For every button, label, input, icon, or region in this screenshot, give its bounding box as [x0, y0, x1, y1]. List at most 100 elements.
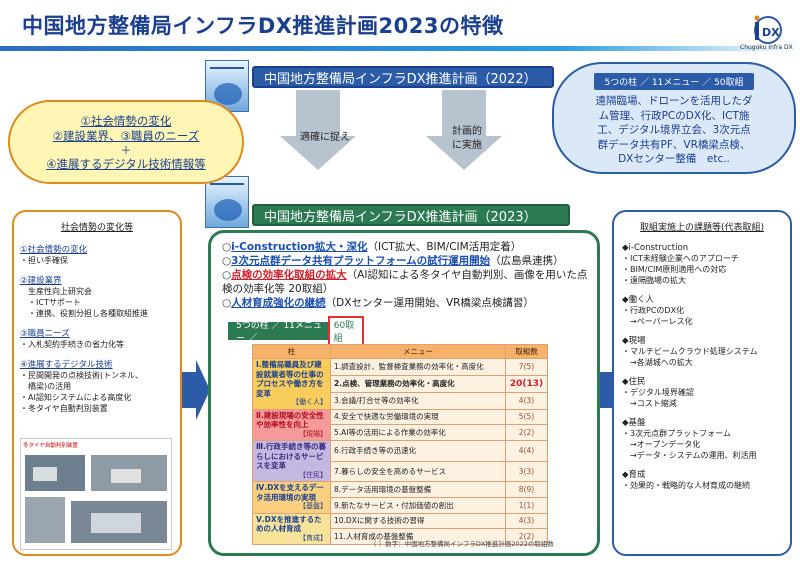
issue-heading: ◆住民: [622, 377, 646, 387]
right-cloud-line: 工、デジタル境界立会、3次元点: [597, 124, 751, 136]
tab-prefix: 5つの柱 ／ 11メニュー ／: [236, 321, 322, 344]
table-footnote: （ ）数字：中国地方整備局インフラDX推進計画2022の取組数: [370, 540, 554, 548]
count-cell: 4(4): [505, 440, 548, 462]
count-cell: 20(13): [505, 374, 548, 393]
camera-images: [25, 455, 167, 543]
issue-heading: ◆基盤: [622, 418, 646, 428]
feature-point: ○点検の効率化取組の拡大（AI認知による冬タイヤ自動判別、画像を用いた点検の効率…: [222, 269, 588, 295]
column-header: メニュー: [330, 344, 506, 359]
right-cloud-body: 遠隔臨場、ドローンを活用したダ ム管理、行政PCのDX化、ICT施 工、デジタル…: [554, 94, 794, 167]
section-line: ・連携、役割分担し各種取組推進: [20, 309, 148, 318]
count-cell: 8(9): [505, 481, 548, 498]
pillar-cell: Ⅲ.行政手続き等の暮らしにおけるサービスを変革【住民】: [252, 440, 331, 482]
section-heading: ④進展するデジタル技術: [20, 360, 113, 370]
section-line: ・入札契約手続きの省力化等: [20, 340, 124, 349]
menu-cell: 10.DXに関する技術の習得: [330, 512, 506, 530]
arrow-label-right-1: 計画的: [452, 126, 482, 137]
table-row: 9.新たなサービス・付加価値の創出 1(1): [253, 496, 548, 514]
table-row: 5.AI等の活用による作業の効率化 2(2): [253, 424, 548, 441]
issue-line: →コスト縮減: [622, 399, 677, 408]
issue-line: ・遠隔臨場の拡大: [622, 276, 686, 285]
menu-cell: 9.新たなサービス・付加価値の創出: [330, 496, 506, 514]
section-heading: ③職員ニーズ: [20, 329, 70, 339]
feature-point: ○i-Construction拡大・深化（ICT拡大、BIM/CIM活用定着）: [222, 241, 522, 253]
right-cloud-line: 遠隔臨場、ドローンを活用したダ: [595, 95, 753, 107]
arrow-label-right-2: に実施: [452, 140, 482, 151]
menu-cell: 3.会議/打合せ等の効率化: [330, 391, 506, 410]
cloud-line-2: ②建設業界、③職員のニーズ: [52, 129, 200, 143]
issue-line: ・BIM/CIM原則適用への対応: [622, 265, 727, 274]
issues-title: 取組実施上の課題等(代表取組): [639, 223, 765, 233]
column-header: 取組数: [505, 344, 548, 359]
count-cell: 3(3): [505, 460, 548, 482]
pillar-menu-table: 柱 メニュー 取組数 Ⅰ.整備局職員及び建設就業者等の仕事のプロセスや働き方を変…: [252, 344, 548, 545]
feature-points: ○i-Construction拡大・深化（ICT拡大、BIM/CIM活用定着） …: [222, 240, 590, 310]
section-line: ・民間開発の点検技術(トンネル、: [20, 371, 143, 380]
count-cell: 4(3): [505, 512, 548, 530]
section-line: ・担い手確保: [20, 256, 68, 265]
issue-line: ・デジタル境界確認: [622, 388, 694, 397]
count-cell: 7(5): [505, 358, 548, 376]
table-row: Ⅱ.建設現場の安全性や効率性を向上【現場】 4.安全で快適な労働環境の実現 5(…: [252, 408, 548, 441]
cloud-line-1: ①社会情勢の変化: [80, 114, 172, 128]
arrow-label-left: 適確に捉え: [300, 132, 350, 143]
count-cell: 2(2): [505, 528, 548, 545]
issue-heading: ◆i-Construction: [622, 243, 689, 253]
count-cell: 5(5): [505, 408, 548, 426]
menu-cell: 7.暮らしの安全を高めるサービス: [330, 460, 506, 482]
section-heading: ②建設業界: [20, 276, 62, 286]
page-title: 中国地方整備局インフラDX推進計画2023の特徴: [22, 14, 504, 38]
right-cloud-line: DXセンター整備 etc..: [618, 153, 730, 165]
menu-cell: 8.データ活用環境の基盤整備: [330, 481, 506, 498]
section-heading: ①社会情勢の変化: [20, 245, 88, 255]
issue-heading: ◆育成: [622, 470, 646, 480]
pillar-cell: Ⅴ.DXを推進するための人材育成【育成】: [252, 512, 331, 545]
table-row: 2.点検、管理業務の効率化・高度化 20(13): [253, 374, 548, 393]
table-row: Ⅳ.DXを支えるデータ活用環境の実現【基盤】 8.データ活用環境の基盤整備 8(…: [252, 481, 548, 514]
pillar-cell: Ⅰ.整備局職員及び建設就業者等の仕事のプロセスや働き方を変革【働く人】: [252, 358, 331, 410]
issue-heading: ◆現場: [622, 336, 646, 346]
table-row: 3.会議/打合せ等の効率化 4(3): [253, 391, 548, 410]
tab-selected-count: 60取組: [327, 316, 364, 346]
left-cloud-callout: ①社会情勢の変化 ②建設業界、③職員のニーズ ＋ ④進展するデジタル技術情報等: [8, 100, 244, 184]
issues-panel: 取組実施上の課題等(代表取組) ◆i-Construction ・ICT未経験企…: [612, 210, 792, 556]
issue-line: ・ICT未経験企業へのアプローチ: [622, 254, 739, 263]
column-header: 柱: [252, 344, 331, 359]
count-cell: 4(3): [505, 391, 548, 410]
right-cloud-line: 群データ共有PF、VR橋梁点検、: [597, 138, 751, 151]
feature-point: ○人材育成強化の継続（DXセンター運用開始、VR橋梁点検講習）: [222, 297, 534, 309]
menu-cell: 5.AI等の活用による作業の効率化: [330, 424, 506, 441]
right-cloud-line: ム管理、行政PCのDX化、ICT施: [598, 109, 750, 122]
cloud-line-3: ④進展するデジタル技術情報等: [46, 157, 206, 171]
menu-cell: 11.人材育成の基盤整備: [330, 528, 506, 545]
issue-line: ・効果的・戦略的な人材育成の継続: [622, 481, 750, 490]
table-row: 11.人材育成の基盤整備 2(2): [253, 528, 548, 545]
issue-line: →オープンデータ化: [622, 440, 701, 449]
issue-heading: ◆働く人: [622, 295, 655, 305]
issue-line: →各湖城への拡大: [622, 358, 693, 367]
winter-tire-photo: 冬タイヤ自動判別装置: [20, 438, 172, 550]
plan-2023-bar: 中国地方整備局インフラDX推進計画（2023）: [252, 204, 570, 226]
issue-line: →ペーパーレス化: [622, 317, 693, 326]
plan-2022-bar: 中国地方整備局インフラDX推進計画（2022）: [252, 66, 554, 88]
menu-cell: 6.行政手続き等の迅速化: [330, 440, 506, 462]
issue-line: ・マルチビームクラウド処理システム: [622, 347, 758, 356]
section-line: 橋梁)の活用: [20, 382, 72, 391]
down-arrow-right: [426, 90, 502, 170]
table-header-row: 柱 メニュー 取組数: [252, 344, 548, 359]
title-underline: [0, 46, 800, 51]
table-row: Ⅲ.行政手続き等の暮らしにおけるサービスを変革【住民】 6.行政手続き等の迅速化…: [252, 440, 548, 482]
section-line: ・冬タイヤ自動判別装置: [20, 404, 108, 413]
cloud-plus: ＋: [120, 144, 132, 157]
pillar-cell: Ⅱ.建設現場の安全性や効率性を向上【現場】: [252, 408, 331, 441]
section-line: 生産性向上研究会: [20, 287, 92, 296]
pillar-cell: Ⅳ.DXを支えるデータ活用環境の実現【基盤】: [252, 481, 331, 514]
issue-line: →データ・システムの運用、利活用: [622, 451, 757, 460]
i-dx-logo-icon: DX: [754, 15, 782, 44]
menu-cell: 1.調査設計、監督検査業務の効率化・高度化: [330, 358, 506, 376]
issue-line: ・3次元点群プラットフォーム: [622, 429, 731, 438]
right-cloud-callout: 5つの柱 ／ 11メニュー ／ 50取組 遠隔臨場、ドローンを活用したダ ム管理…: [552, 62, 796, 174]
issue-line: ・行政PCのDX化: [622, 306, 685, 315]
table-row: Ⅰ.整備局職員及び建設就業者等の仕事のプロセスや働き方を変革【働く人】 1.調査…: [252, 358, 548, 410]
plan-2023-cover: [205, 176, 249, 228]
